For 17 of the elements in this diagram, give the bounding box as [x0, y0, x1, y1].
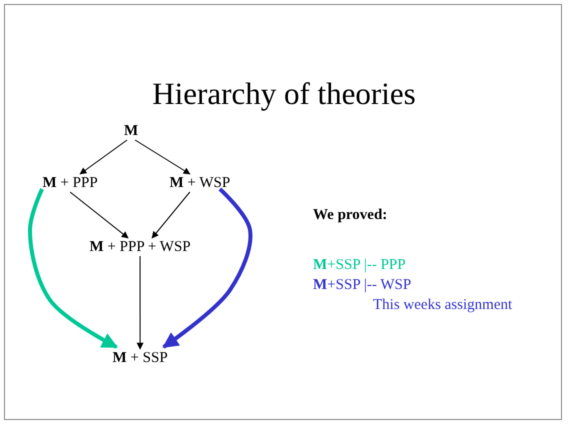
node-label: M + PPP + WSP: [90, 238, 191, 256]
arrow: [136, 256, 144, 350]
heading-text: We proved:: [313, 207, 388, 224]
node-label: M + WSP: [170, 174, 230, 192]
note-text: This weeks assignment: [373, 297, 512, 314]
arrow: [70, 192, 129, 238]
note-text: M+SSP |-- PPP: [313, 257, 406, 274]
node-label: M + SSP: [112, 349, 168, 367]
arrow: [80, 140, 128, 174]
arrow: [134, 140, 190, 174]
note-text: M+SSP |-- WSP: [313, 277, 412, 294]
node-label: M: [124, 122, 138, 140]
arrow: [152, 192, 190, 239]
title: Hierarchy of theories: [151, 76, 417, 112]
arrow: [162, 188, 252, 349]
node-label: M + PPP: [42, 174, 98, 192]
arrow: [28, 188, 118, 349]
